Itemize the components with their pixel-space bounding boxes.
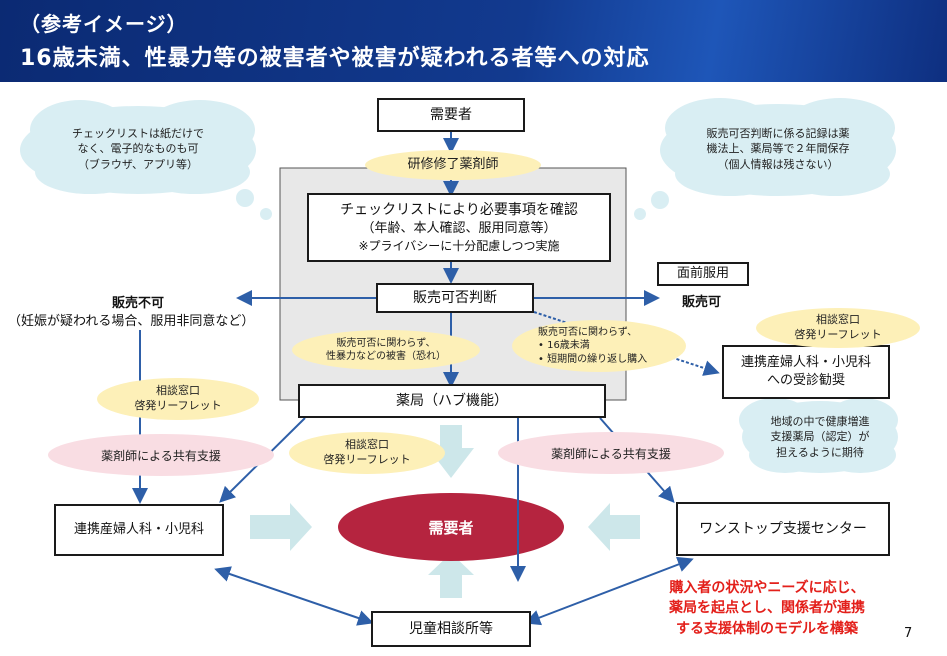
cloud-left-text: チェックリストは紙だけで なく、電子的なものも可 （ブラウザ、アプリ等） (72, 127, 204, 171)
title-line1: （参考イメージ） (20, 12, 188, 36)
consult-bubble-left: 相談窓口 啓発リーフレット (97, 378, 259, 420)
checklist-line1: チェックリストにより必要事項を確認 (340, 202, 578, 219)
face-to-face-box: 面前服用 (657, 262, 749, 286)
sale-ng-note: （妊娠が疑われる場合、服用非同意など） (8, 314, 255, 329)
victim-note-bubble: 販売可否に関わらず、 性暴力などの被害（恐れ） (292, 330, 480, 370)
child-center-box: 児童相談所等 (371, 611, 531, 647)
trained-pharmacist-badge: 研修修了薬剤師 (365, 150, 541, 180)
cloud-right-bottom-text: 地域の中で健康増進 支援薬局（認定）が 担えるように期待 (770, 415, 870, 459)
cloud-right-top (634, 98, 896, 220)
top-demand-box: 需要者 (377, 98, 525, 132)
right-clinic-line2: への受診勧奨 (766, 373, 845, 388)
model-note: 購入者の状況やニーズに応じ、 薬局を起点とし、関係者が連携 する支援体制のモデル… (669, 580, 865, 637)
right-clinic-line1: 連携産婦人科・小児科 (740, 355, 871, 371)
page-number: 7 (904, 626, 913, 641)
center-demand-ellipse (338, 493, 564, 561)
checklist-line3: ※プライバシーに十分配慮しつつ実施 (358, 238, 560, 253)
sale-judgement-box: 販売可否判断 (376, 283, 534, 313)
repeat-note-item-2-text: 短期間の繰り返し購入 (547, 353, 648, 365)
share-support-right: 薬剤師による共有支援 (498, 432, 724, 474)
sale-ok-label: 販売可 (682, 295, 722, 310)
center-demand-label: 需要者 (428, 518, 474, 537)
left-clinic-box: 連携産婦人科・小児科 (54, 504, 224, 556)
block-arrows (250, 425, 640, 598)
title-line2: 16歳未満、性暴力等の被害者や被害が疑われる者等への対応 (20, 46, 650, 71)
checklist-box: チェックリストにより必要事項を確認 （年齢、本人確認、服用同意等） ※プライバシ… (307, 193, 611, 262)
repeat-note-item-1: • 16歳未満 (538, 340, 590, 352)
cloud-left (20, 100, 272, 220)
sale-ng-label: 販売不可 (112, 296, 165, 311)
repeat-note-item-1-text: 16歳未満 (547, 340, 590, 352)
pharmacy-hub-box: 薬局（ハブ機能） (298, 384, 606, 418)
header-gradient (0, 0, 947, 82)
repeat-note-bubble: 販売可否に関わらず、 • 16歳未満 • 短期間の繰り返し購入 (512, 320, 686, 372)
repeat-note-title: 販売可否に関わらず、 (538, 326, 638, 338)
cloud-right-top-text: 販売可否判断に係る記録は薬 機法上、薬局等で２年間保存 （個人情報は残さない） (706, 127, 850, 171)
consult-bubble-right: 相談窓口 啓発リーフレット (756, 308, 920, 348)
consult-bubble-center: 相談窓口 啓発リーフレット (289, 432, 445, 474)
onestop-center-box: ワンストップ支援センター (676, 502, 890, 556)
cloud-right-bottom (739, 398, 898, 473)
right-clinic-box: 連携産婦人科・小児科 への受診勧奨 (722, 345, 890, 399)
share-support-left: 薬剤師による共有支援 (48, 434, 274, 476)
repeat-note-item-2: • 短期間の繰り返し購入 (538, 353, 648, 365)
checklist-line2: （年齢、本人確認、服用同意等） (361, 221, 557, 237)
